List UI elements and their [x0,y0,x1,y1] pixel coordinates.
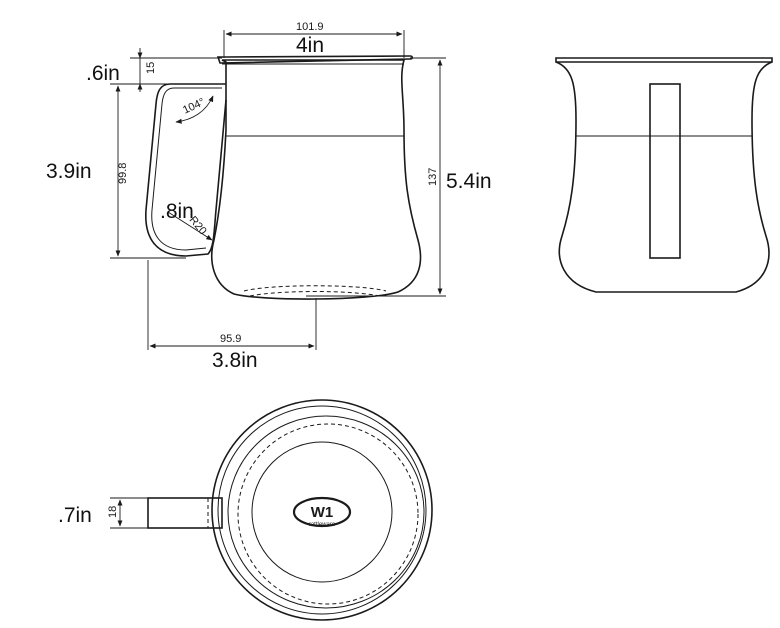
handle-width-in-label: .7in [58,504,92,527]
pitcher-rim [216,55,414,64]
rim-thickness-in-label: .6in [86,62,120,85]
rim-thickness-mm-label: 15 [145,62,157,74]
depth-mm-label: 95.9 [220,333,241,345]
top-view: W1 rattleware 18 .7in [58,399,433,621]
handle-radius-in-label: .8in [160,200,194,223]
front-handle [649,83,681,259]
handle-width-mm-label: 18 [107,506,119,518]
pitcher-body-outline [211,59,422,300]
front-rim [555,57,773,63]
handle-height-mm-label: 99.8 [117,163,129,184]
handle-height-in-label: 3.9in [46,160,92,183]
brand-logo: W1 rattleware [292,496,352,528]
top-base-circle [251,441,393,583]
handle-inner [151,87,222,251]
front-view [555,57,773,293]
rim-width-in-label: 4in [296,34,324,57]
depth-in-label: 3.8in [212,349,258,372]
total-height-in-label: 5.4in [446,170,492,193]
side-view: 104° R20 .8in 101.9 4in 15 .6in 99.8 3.9… [46,21,492,372]
svg-text:W1: W1 [311,504,334,521]
top-outer-ring [211,399,433,621]
total-height-mm-label: 137 [427,168,439,186]
base-hidden-line [243,285,387,292]
front-body-outline [555,61,773,293]
handle-outline [145,83,227,257]
top-handle [147,497,223,529]
svg-text:rattleware: rattleware [309,522,336,528]
rim-width-mm-label: 101.9 [296,21,324,33]
handle-angle-label: 104° [181,96,207,116]
